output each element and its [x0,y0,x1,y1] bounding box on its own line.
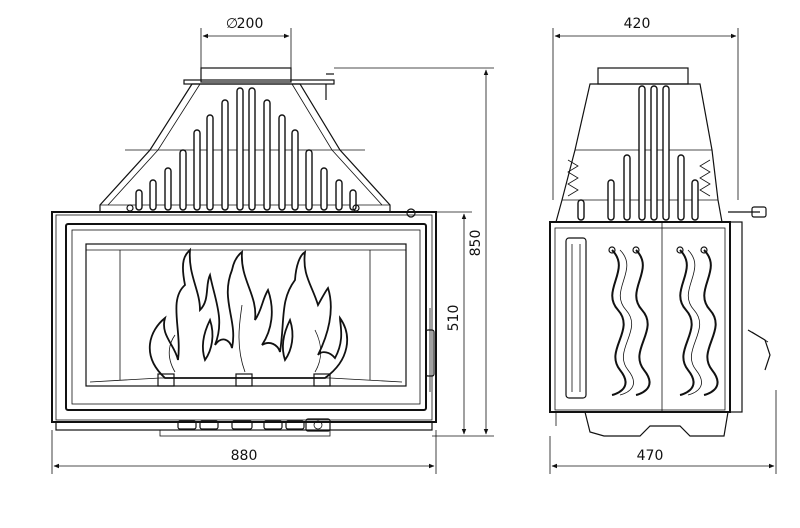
dim-top-depth-label: 420 [624,16,651,32]
side-view: 420 470 [549,16,777,474]
front-view: ∅ 200 880 850 510 [51,16,494,474]
dim-glass-height: 510 [436,211,472,435]
dim-total-height: 850 [334,67,494,437]
dim-front-width-label: 880 [231,448,258,464]
dim-glass-height-label: 510 [446,305,462,332]
diameter-symbol: ∅ [226,16,238,32]
hood [99,83,416,218]
dim-front-width: 880 [51,430,437,474]
dim-total-height-label: 850 [468,230,484,257]
dim-side-depth: 470 [549,390,777,474]
base-controls [55,418,433,437]
dim-flue-diameter: ∅ 200 [200,16,292,68]
flame-motif [148,247,348,387]
dim-flue-diameter-label: 200 [237,16,264,32]
dim-top-depth: 420 [552,16,739,200]
dim-side-depth-label: 470 [637,448,664,464]
wave-baffles [608,246,719,396]
hood-ribs [135,87,357,211]
